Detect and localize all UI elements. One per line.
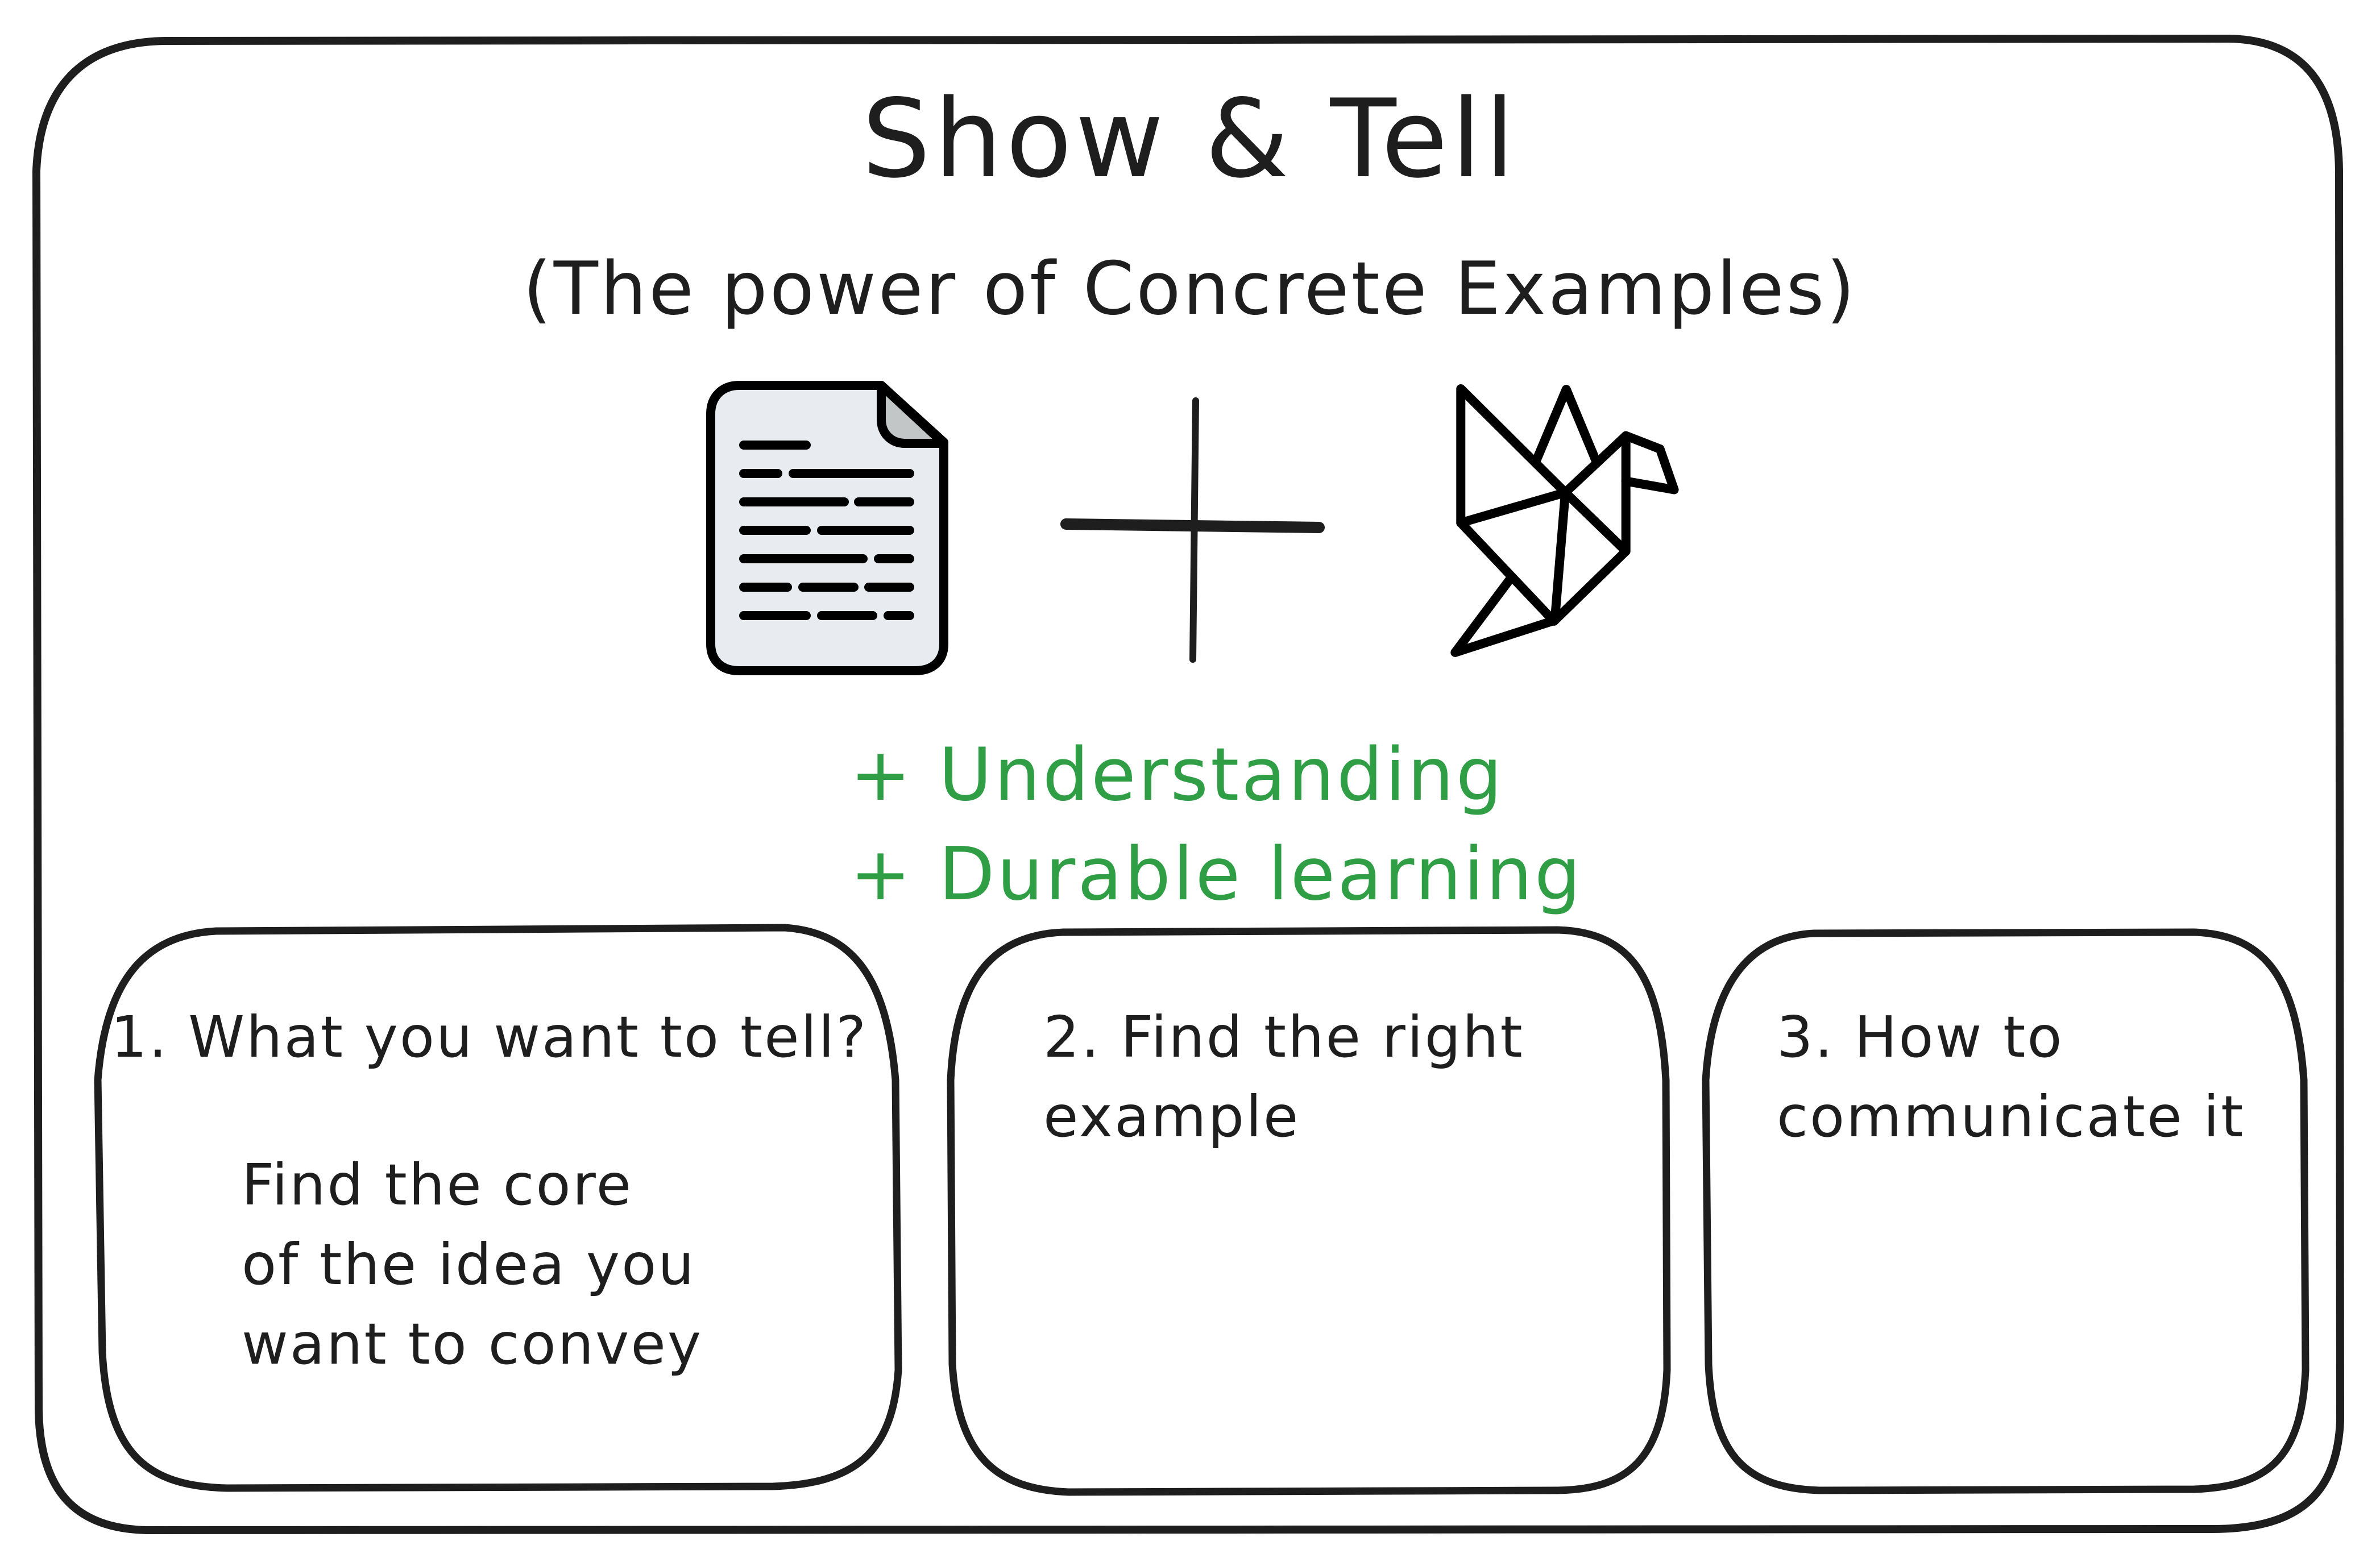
- step-1-title: 1. What you want to tell?: [111, 1004, 868, 1070]
- step-1-body-line: of the idea you: [242, 1231, 696, 1298]
- step-1-body-line: want to convey: [242, 1311, 703, 1377]
- step-3-box: [1702, 928, 2309, 1494]
- plus-icon: [1060, 397, 1325, 663]
- step-2-box: [947, 926, 1671, 1496]
- step-3-title-line: 3. How to: [1777, 1004, 2064, 1070]
- step-1-body: Find the core of the idea you want to co…: [242, 1145, 703, 1384]
- step-3-title: 3. How to communicate it: [1777, 998, 2288, 1157]
- step-2-title: 2. Find the right example: [1043, 998, 1612, 1157]
- benefit-durable-learning: + Durable learning: [850, 832, 1583, 917]
- step-1-body-line: Find the core: [242, 1152, 633, 1218]
- step-1-box: [94, 924, 902, 1492]
- step-2-title-line: example: [1043, 1083, 1300, 1150]
- step-2-title-line: 2. Find the right: [1043, 1004, 1524, 1070]
- step-3-title-line: communicate it: [1777, 1083, 2245, 1150]
- page-subtitle: (The power of Concrete Examples): [523, 247, 1857, 331]
- page-title: Show & Tell: [862, 76, 1518, 202]
- origami-bird-icon: [1450, 384, 1679, 657]
- outer-frame: [32, 35, 2344, 1534]
- benefit-understanding: + Understanding: [850, 733, 1504, 817]
- document-icon: [706, 381, 948, 675]
